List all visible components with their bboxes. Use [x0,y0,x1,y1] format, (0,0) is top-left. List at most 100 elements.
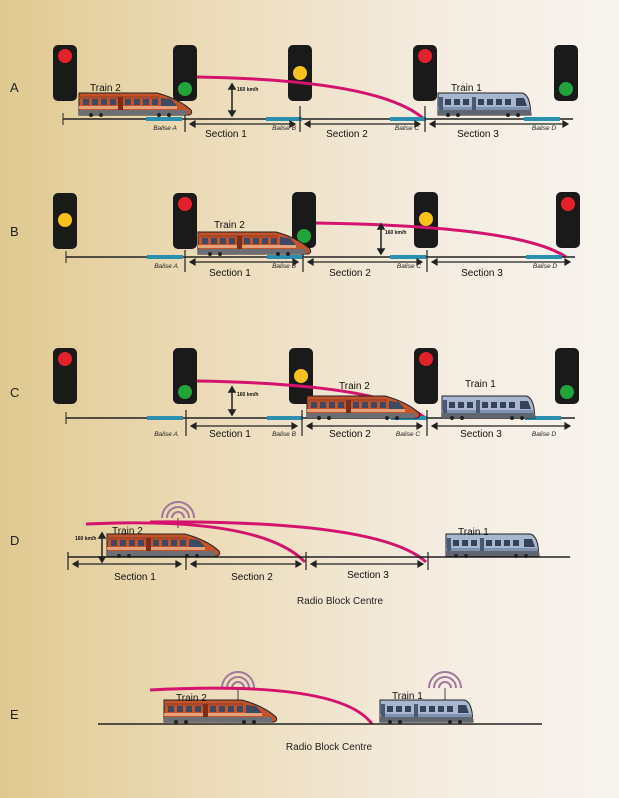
section-label: Section 2 [231,572,273,583]
signal-b5 [556,192,580,248]
braking-curve [196,75,425,121]
rbc-caption: Radio Block Centre [297,596,384,607]
balise-label: Balise B [272,263,297,270]
green-light-icon [560,385,574,399]
section-label: Section 2 [329,429,371,440]
section-label: Section 2 [329,268,371,279]
red-light-icon [418,49,432,63]
section-label: Section 1 [209,429,251,440]
balise-marker [147,416,183,420]
signal-a2 [173,45,197,101]
section-label: Section 3 [460,429,502,440]
section-label: Section 3 [457,129,499,140]
row-a: A Balise A Ba [10,45,578,140]
train-1-label: Train 1 [458,527,489,538]
yellow-light-icon [58,213,72,227]
row-b: B Balise A Balise B Balise C [10,192,580,279]
signal-a5 [554,45,578,101]
balise-label: Balise B [272,125,297,132]
balise-label: Balise C [397,263,422,270]
signal-a1 [53,45,77,101]
train-1 [379,699,474,725]
signal-c4 [414,348,438,404]
signal-c2 [173,348,197,404]
signal-b4 [414,192,438,248]
red-light-icon [178,197,192,211]
train-2-label: Train 2 [112,526,143,537]
balise-marker [267,416,303,420]
balise-marker [266,117,302,121]
signal-c3 [289,348,313,404]
balise-marker [524,117,560,121]
red-light-icon [419,352,433,366]
signal-c5 [555,348,579,404]
train-1 [441,395,536,421]
balise-label: Balise A [153,125,177,132]
red-light-icon [561,197,575,211]
section-label: Section 3 [347,570,389,581]
radio-antenna-icon [161,501,195,519]
train-2 [306,395,421,421]
balise-label: Balise C [395,125,420,132]
signal-c1 [53,348,77,404]
train-1-label: Train 1 [451,83,482,94]
train-1-label: Train 1 [392,691,423,702]
yellow-light-icon [293,66,307,80]
braking-curve [149,520,428,564]
row-label-d: D [10,533,19,548]
train-1-label: Train 1 [465,379,496,390]
balise-marker [267,255,303,259]
signal-a4 [413,45,437,101]
speed-label: 160 km/h [385,230,406,236]
balise-label: Balise A [154,431,178,438]
speed-arrow [97,531,107,564]
section-label: Section 1 [114,572,156,583]
speed-label: 160 km/h [237,392,258,398]
train-2-label: Train 2 [339,381,370,392]
yellow-light-icon [419,212,433,226]
radio-antenna-icon [428,671,462,689]
balise-marker [146,117,182,121]
section-label: Section 2 [326,129,368,140]
balise-label: Balise A [154,263,178,270]
speed-label: 160 km/h [75,536,96,542]
speed-label: 160 km/h [237,87,258,93]
braking-curve [149,686,374,725]
signal-b2 [173,193,197,249]
braking-curve [85,521,307,564]
balise-marker [390,255,426,259]
balise-marker [526,255,562,259]
train-2-label: Train 2 [90,83,121,94]
balise-marker [147,255,183,259]
red-light-icon [58,49,72,63]
train-2 [106,533,221,559]
section-label: Section 1 [209,268,251,279]
balise-marker [390,117,426,121]
radio-antenna-icon [221,671,255,689]
section-label: Section 1 [205,129,247,140]
balise-label: Balise D [533,263,558,270]
train-2-label: Train 2 [176,693,207,704]
train-1 [437,92,532,118]
red-light-icon [58,352,72,366]
green-light-icon [297,229,311,243]
yellow-light-icon [294,369,308,383]
balise-label: Balise D [532,431,557,438]
row-label-b: B [10,224,19,239]
balise-label: Balise D [532,125,557,132]
green-light-icon [178,385,192,399]
signal-a3 [288,45,312,101]
train-2-label: Train 2 [214,220,245,231]
speed-arrow [376,222,386,256]
row-label-c: C [10,385,19,400]
speed-arrow [227,385,237,417]
rbc-caption: Radio Block Centre [286,742,373,753]
row-label-a: A [10,80,19,95]
row-e: E Train 2 Train 1 Radio Block Centre [10,671,542,753]
section-label: Section 3 [461,268,503,279]
balise-label: Balise C [396,431,421,438]
signal-b1 [53,193,77,249]
row-d: D Section 1 Section 2 Section 3 [10,501,570,607]
green-light-icon [559,82,573,96]
